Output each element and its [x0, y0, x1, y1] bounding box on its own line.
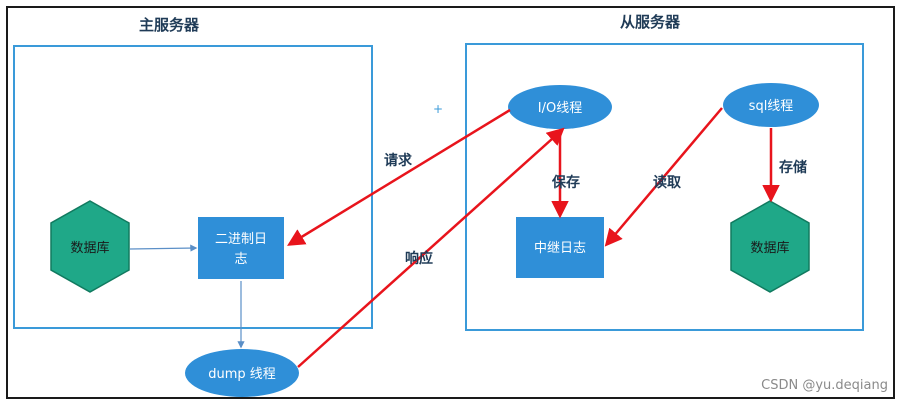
response-arrow: [297, 127, 565, 368]
read-label: 读取: [653, 174, 682, 191]
dump-thread-label: dump 线程: [208, 367, 276, 382]
request-arrow: [287, 108, 511, 246]
save-label: 保存: [551, 174, 580, 191]
sql-thread-label: sql线程: [749, 99, 794, 114]
slave-server-title: 从服务器: [620, 13, 681, 31]
io-thread-label: I/O线程: [538, 101, 582, 116]
dump-thread-ellipse: [185, 349, 299, 397]
read-arrow: [604, 107, 723, 247]
binlog-box: [198, 217, 284, 279]
master-server-title: 主服务器: [139, 16, 200, 34]
master-database-label: 数据库: [70, 240, 109, 256]
db-to-binlog-arrow: [129, 244, 198, 252]
response-label: 响应: [405, 250, 433, 267]
request-label: 请求: [384, 152, 413, 169]
slave-database-label: 数据库: [750, 240, 789, 256]
master-database-hexagon: [50, 200, 130, 293]
relay-log-box: [516, 217, 604, 278]
outer-frame: [6, 6, 895, 399]
io-thread-ellipse: [508, 85, 612, 129]
slave-database-hexagon: [730, 200, 810, 293]
binlog-label-line1: 二进制日: [215, 232, 267, 247]
store-label: 存储: [779, 159, 807, 176]
sql-thread-ellipse: [723, 83, 819, 127]
csdn-watermark: CSDN @yu.deqiang: [761, 378, 888, 393]
slave-server-container: [465, 43, 864, 331]
master-server-container: [13, 45, 373, 329]
relay-log-label: 中继日志: [534, 241, 586, 256]
plus-mark: +: [433, 102, 443, 116]
binlog-label-line2: 志: [234, 252, 247, 267]
